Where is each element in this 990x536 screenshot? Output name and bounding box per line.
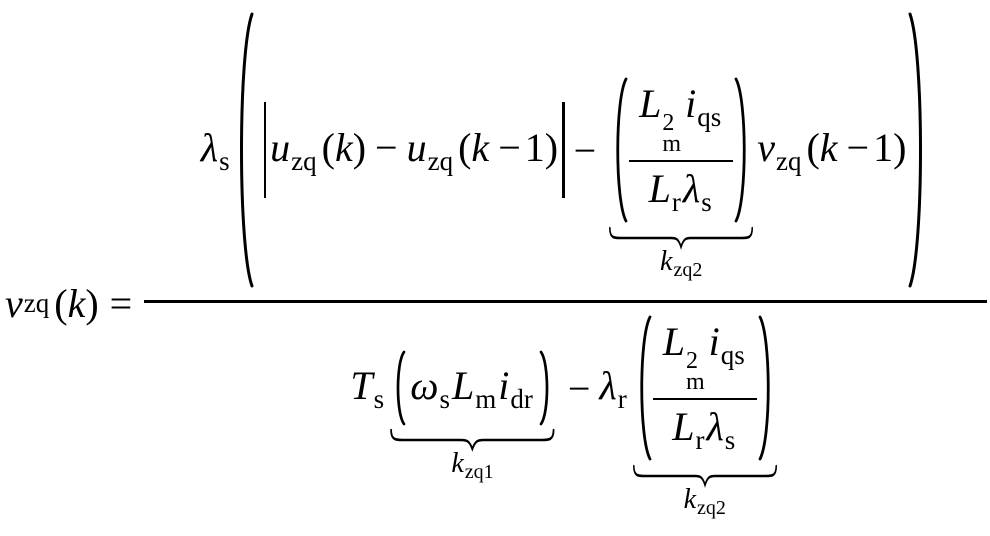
minus-sign: −	[375, 124, 398, 170]
inner-fraction-denominator: Lrλs	[648, 166, 712, 218]
absolute-value-term: uzq(k)−uzq(k−1)	[263, 102, 565, 198]
denominator: Ts ωsLmidr kzq1 − λr	[144, 303, 987, 519]
underbrace-label-kzq2: kzq2	[660, 246, 703, 281]
kzq1-content: ωsLmidr	[410, 362, 533, 414]
abs-bar-left	[263, 102, 267, 198]
abs-content: uzq(k)−uzq(k−1)	[270, 124, 559, 176]
paren-right	[539, 350, 549, 426]
lhs-close-paren: )	[85, 280, 99, 326]
coefficient-lambda-r: λr	[599, 362, 627, 414]
denominator-row: Ts ωsLmidr kzq1 − λr	[350, 313, 780, 519]
lhs-argument: k	[67, 280, 86, 326]
inner-fraction-bar	[652, 398, 757, 401]
v-term: vzq(k−1)	[757, 124, 907, 176]
underbrace	[609, 226, 754, 250]
paren-left	[396, 350, 406, 426]
lhs-subscript: zq	[23, 287, 50, 318]
minus-sign: −	[567, 365, 591, 411]
minus-sign: −	[498, 124, 521, 170]
paren-right	[734, 77, 746, 223]
underbrace-label-kzq1: kzq1	[451, 448, 494, 483]
underbrace	[632, 464, 777, 488]
fraction-bar	[144, 300, 987, 303]
big-paren-left	[239, 12, 254, 288]
equals-sign: =	[109, 280, 133, 326]
minus-sign: −	[846, 124, 870, 170]
underbrace-label-kzq2: kzq2	[683, 484, 726, 519]
underbrace	[390, 428, 555, 452]
gain-term-kzq1: ωsLmidr kzq1	[390, 349, 555, 483]
minus-sign: −	[573, 127, 597, 173]
paren-left	[640, 315, 652, 461]
abs-bar-right	[562, 102, 565, 198]
paren-right	[758, 315, 770, 461]
inner-fraction-denominator: Lrλs	[672, 404, 736, 456]
paren-left	[616, 77, 628, 223]
lhs-open-paren: (	[54, 280, 68, 326]
big-paren-right	[908, 12, 923, 288]
coefficient-lambda-s: λs	[200, 124, 230, 176]
inner-fraction-bar	[629, 160, 734, 163]
coefficient-T-s: Ts	[350, 362, 385, 414]
lhs-variable: v	[5, 280, 23, 326]
